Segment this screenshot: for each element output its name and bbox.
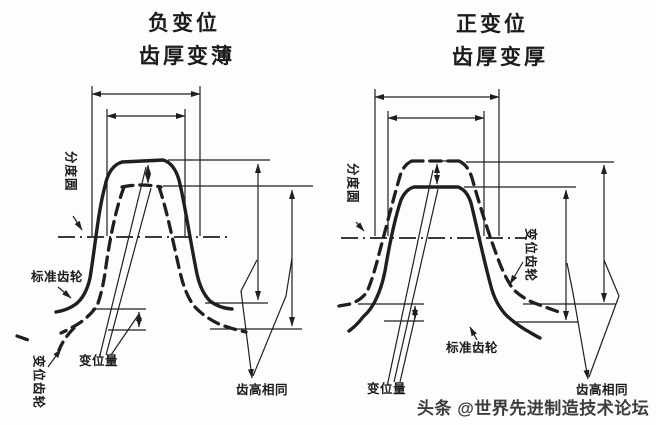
right-standard-gear-label: 标准齿轮 (446, 341, 499, 355)
left-pitch-circle-leader (72, 215, 83, 231)
left-same-height-label: 齿高相同 (236, 383, 289, 397)
left-pitch-circle-label: 分度圆 (63, 151, 78, 192)
left-amount-leaders (99, 166, 152, 356)
right-diagram-subtitle: 齿厚变厚 (452, 46, 548, 69)
left-standard-gear-label: 标准齿轮 (31, 270, 84, 284)
left-gear-diagram (15, 86, 313, 379)
right-same-height-label: 齿高相同 (576, 383, 629, 397)
left-diagram-subtitle: 齿厚变薄 (139, 45, 235, 68)
left-modified-gear-label: 变位齿轮 (31, 355, 46, 410)
left-modification-amount-label: 变位量 (79, 354, 119, 368)
right-modification-amount-label: 变位量 (367, 382, 407, 396)
left-modified-gear-leader (47, 348, 62, 368)
right-amount-leaders (387, 169, 439, 383)
right-pitch-circle-leader (355, 221, 365, 232)
left-height-label-leader-a (240, 259, 258, 379)
left-standard-tooth-profile (54, 158, 234, 314)
right-pitch-circle-label: 分度圆 (345, 163, 360, 204)
watermark-text: 头条 @世界先进制造技术论坛 (417, 399, 650, 418)
right-modified-gear-leader (509, 261, 524, 285)
right-modified-gear-label: 变位齿轮 (523, 228, 538, 283)
right-diagram-title: 正变位 (456, 13, 528, 36)
left-diagram-title: 负变位 (148, 12, 220, 35)
right-gear-diagram (337, 89, 620, 383)
right-reference-lines (358, 89, 616, 323)
right-height-label-leader-a (566, 262, 590, 380)
right-standard-gear-leader (469, 326, 478, 341)
left-height-label-leader-b (252, 257, 293, 377)
left-standard-gear-leader (57, 286, 72, 299)
right-standard-tooth-profile (347, 185, 542, 340)
right-height-label-leader-b (588, 259, 620, 378)
